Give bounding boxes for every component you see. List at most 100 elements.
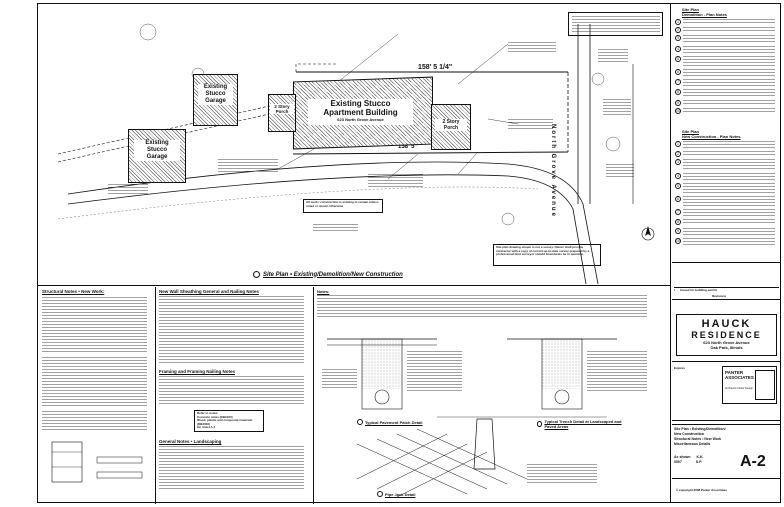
annot-9	[313, 224, 358, 232]
site-plan-title-text: Site Plan • Existing/Demolition/New Cons…	[263, 271, 403, 278]
structural-notes-body-3	[42, 411, 147, 431]
project-city: Oak Park, Illinois	[710, 345, 743, 350]
annot-1	[508, 42, 556, 52]
concrete-note-3: Wood, plastic and composite materials (D…	[197, 418, 253, 426]
porch-left-line2: Porch	[275, 109, 289, 114]
col-divider-2	[313, 287, 314, 504]
new-note: 3	[675, 159, 778, 171]
garage-left-line2: Stucco	[146, 147, 167, 153]
demo-title-1: Site Plan	[682, 7, 699, 12]
drawing-sheet: 158' 5 1/4" 158' 5" Existing Stucco Apar…	[37, 3, 781, 504]
structural-notes-title: Structural Notes • New Work:	[42, 289, 105, 294]
vertical-divider	[670, 4, 671, 502]
project-line1: HAUCK	[701, 318, 752, 330]
pavement-detail-title: Typical Pavement Patch Detail	[357, 419, 423, 425]
dim-top: 158' 5 1/4"	[418, 64, 453, 71]
sheet-title-3: Structural Notes • New Work	[674, 437, 722, 441]
garage-left-line1: Existing	[145, 140, 169, 146]
porch-right-line1: 2 Story	[442, 119, 460, 125]
general-notes-body	[159, 446, 304, 491]
drawn-value: K.K.	[696, 455, 704, 459]
main-drawing-area: 158' 5 1/4" 158' 5" Existing Stucco Apar…	[38, 4, 670, 504]
firm-logo: PANTER ASSOCIATES Architects Interior De…	[722, 366, 777, 404]
issue-row: 1 Issued for building permit	[674, 287, 779, 292]
pipe-detail-title-text: Pipe Jack Detail	[385, 491, 416, 497]
demo-title-2: Demolition - Plan Notes	[682, 12, 727, 17]
sheet-title-1: Site Plan • Existing/Demolition/	[674, 427, 726, 431]
demo-note: 9	[675, 99, 778, 106]
new-note: 10	[675, 237, 778, 246]
pavement-bubble	[357, 419, 363, 425]
sheet-number: A-2	[740, 453, 766, 470]
new-note: 5	[675, 182, 778, 194]
annot-2	[508, 119, 553, 129]
dim-bottom: 158' 5"	[398, 144, 418, 150]
demo-notes-list: 1 2 3 4 5 6 7 8 9 10	[675, 19, 778, 116]
site-legend-box	[568, 12, 663, 36]
date-value: 0507	[674, 460, 682, 464]
trench-callouts	[587, 351, 647, 391]
new-note: 9	[675, 227, 778, 236]
issue-desc: Issued for building permit	[680, 288, 717, 292]
main-building-line2: Apartment Building	[323, 108, 398, 117]
wall-sheathing-body	[159, 296, 304, 364]
main-building-label-box: Existing Stucco Apartment Building 623 N…	[308, 99, 413, 125]
demo-note: 10	[675, 107, 778, 114]
porch-left-line1: 2 Story	[274, 104, 290, 109]
annot-8	[606, 164, 634, 178]
new-note: 1	[675, 141, 778, 149]
pavement-detail-title-text: Typical Pavement Patch Detail	[365, 419, 423, 425]
garage-center-label: Existing Stucco Garage	[198, 84, 233, 105]
porch-right-line2: Porch	[443, 125, 459, 131]
project-address: 623 North Grove Avenue	[703, 340, 750, 345]
details-area: Notes:	[317, 289, 667, 501]
issue-table: 1 Issued for building permit Revisions	[672, 262, 781, 300]
general-notes-title: General Notes • Landscaping	[159, 439, 222, 444]
demo-note: 5	[675, 55, 778, 67]
new-note: 7	[675, 209, 778, 218]
scale-value: As shown	[674, 455, 691, 459]
main-building-line1: Existing Stucco	[330, 99, 391, 108]
garage-center-line3: Garage	[205, 98, 226, 104]
lower-area: Structural Notes • New Work: New Wall Sh…	[38, 287, 670, 504]
garage-center-line1: Existing	[203, 84, 228, 90]
structural-notes-body-1	[42, 297, 147, 352]
site-plan-title: Site Plan • Existing/Demolition/New Cons…	[253, 271, 403, 278]
project-block: HAUCK RESIDENCE 623 North Grove Avenue O…	[676, 314, 777, 356]
new-note: 4	[675, 172, 778, 181]
details-notes-body	[317, 295, 647, 317]
nail-details	[51, 441, 143, 483]
structural-notes: Structural Notes • New Work:	[42, 289, 152, 499]
concrete-note-1: Refer to notes:	[197, 411, 219, 415]
pipe-bubble	[377, 491, 383, 497]
sheet-title-block: Site Plan • Existing/Demolition/ New Con…	[672, 424, 781, 479]
sheet-title-2: New Construction	[674, 431, 704, 436]
new-title-2: New Construction - Plan Notes	[682, 134, 741, 139]
structural-notes-body-2	[42, 357, 147, 407]
firm-mark	[755, 370, 775, 400]
trench-bubble	[537, 421, 543, 427]
porch-left-label: 2 Story Porch	[270, 104, 294, 114]
demo-note: 6	[675, 68, 778, 77]
annot-3	[218, 159, 278, 173]
issue-num: 1	[674, 288, 676, 292]
concrete-note-2: Concrete notes (DB1000)	[197, 414, 233, 419]
pavement-callouts-left	[322, 369, 357, 389]
street-name: North Grove Avenue	[550, 124, 556, 218]
trench-detail-title-text: Typical Trench Detail at Landscaped and …	[544, 419, 622, 429]
sheet-title-4: Miscellaneous Details	[674, 442, 711, 446]
new-title-1: Site Plan	[682, 129, 699, 134]
concrete-note-4: On sheet A-1	[197, 425, 216, 430]
notes-column-2: New Wall Sheathing General and Nailing N…	[159, 289, 309, 499]
new-note: 6	[675, 195, 778, 207]
demo-note: 8	[675, 89, 778, 98]
framing-title: Framing and Framing Nailing Notes	[159, 369, 236, 374]
demo-note: 2	[675, 27, 778, 34]
detail-bubble	[253, 271, 260, 278]
garage-left-label: Existing Stucco Garage	[134, 140, 180, 161]
survey-note: Site plan drawing shown is not a survey.…	[493, 244, 601, 266]
demo-note: 1	[675, 19, 778, 25]
new-notes-list: 1 2 3 4 5 6 7 8 9 10	[675, 141, 778, 248]
annot-7	[603, 99, 631, 115]
